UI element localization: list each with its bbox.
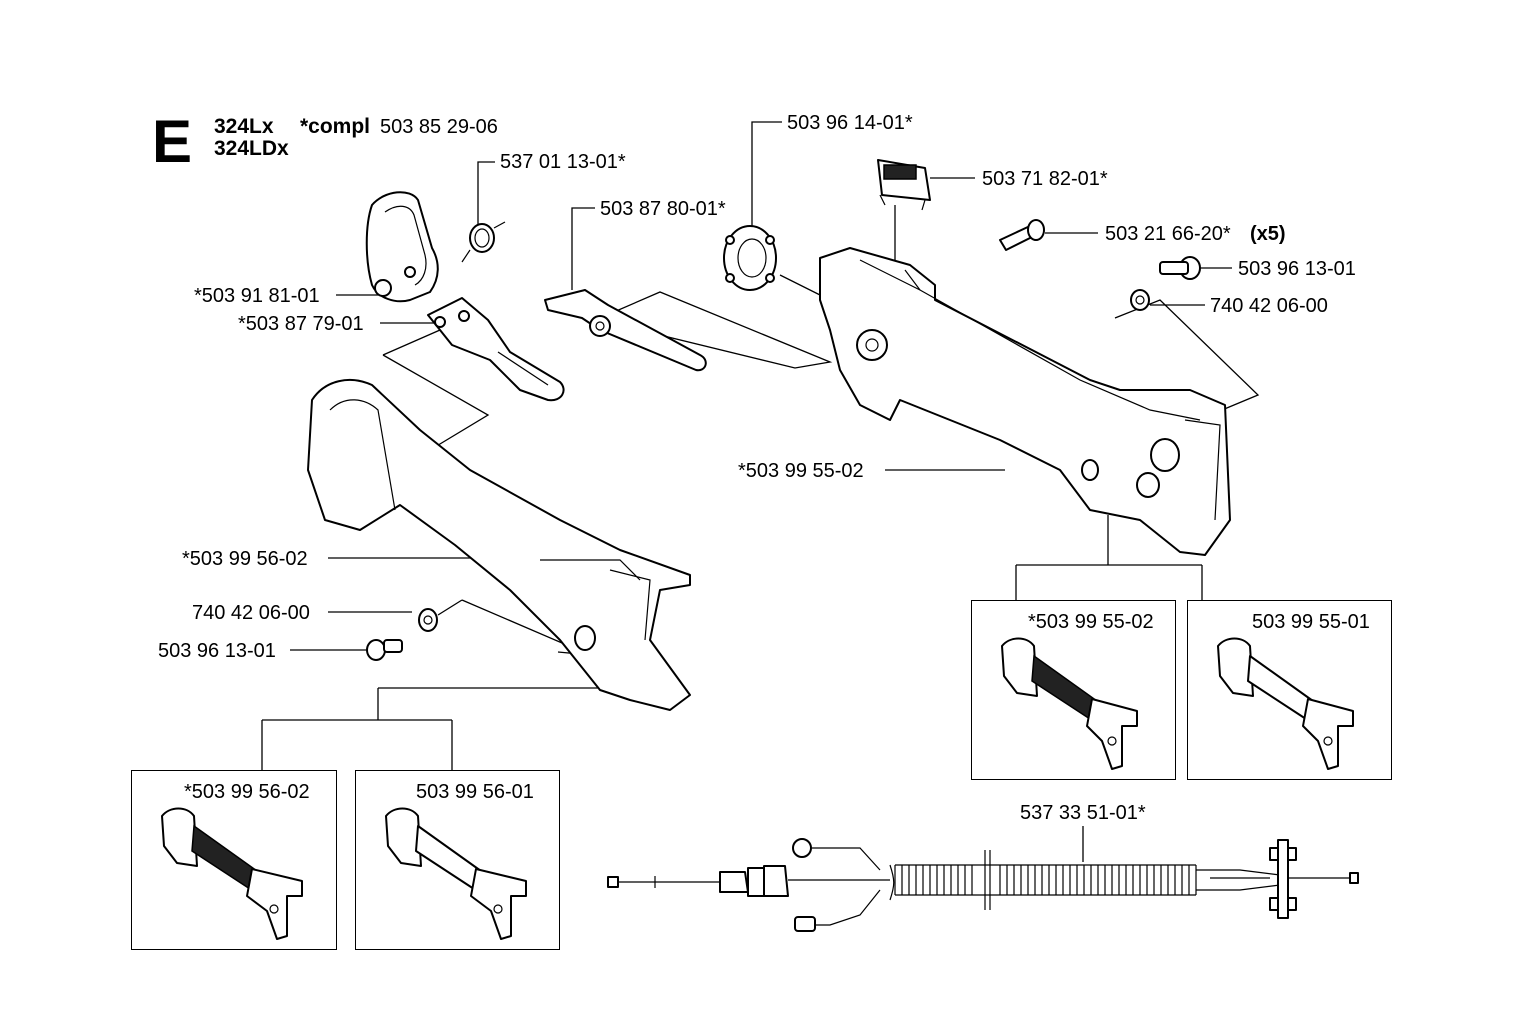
cable-harness-icon (607, 838, 1359, 932)
label-537-33-51-01: 537 33 51-01* (1020, 802, 1146, 824)
clamp-part-icon (365, 191, 439, 303)
variant-handle-black-grip-icon (161, 807, 303, 940)
label-503-96-14-01: 503 96 14-01* (787, 112, 913, 134)
variant-box-503-99-56-02: *503 99 56-02 (131, 770, 337, 950)
label-503-96-13-01-left: 503 96 13-01 (158, 640, 276, 662)
switch-part-icon (877, 159, 931, 211)
label-503-99-55-02: *503 99 55-02 (738, 460, 864, 482)
right-handle-housing-icon (819, 247, 1231, 556)
label-503-87-79-01: *503 87 79-01 (238, 313, 364, 335)
nut-ring-icon (723, 225, 777, 291)
variant-label: 503 99 55-01 (1252, 611, 1370, 633)
right-screw-washer-icon (1130, 256, 1201, 311)
variant-label: 503 99 56-01 (416, 781, 534, 803)
left-handle-housing-icon (307, 379, 691, 711)
label-503-21-66-20-qty: (x5) (1250, 223, 1286, 245)
spring-part-icon (461, 221, 506, 263)
label-503-71-82-01: 503 71 82-01* (982, 168, 1108, 190)
model-name-2: 324LDx (214, 137, 289, 160)
screw-part-icon (999, 219, 1045, 251)
variant-label: *503 99 55-02 (1028, 611, 1154, 633)
label-503-21-66-20: 503 21 66-20* (1105, 223, 1231, 245)
model-name-1: 324Lx (214, 115, 274, 138)
label-503-99-56-02: *503 99 56-02 (182, 548, 308, 570)
compl-label: *compl (300, 115, 371, 138)
variant-box-503-99-55-02: *503 99 55-02 (971, 600, 1176, 780)
compl-part-number: 503 85 29-06 (380, 116, 498, 138)
coil-spring-icon (894, 850, 1197, 910)
throttle-trigger-icon (427, 297, 565, 402)
leader-lines (261, 121, 1260, 862)
variant-box-503-99-55-01: 503 99 55-01 (1187, 600, 1392, 780)
label-740-42-06-00-left: 740 42 06-00 (192, 602, 310, 624)
left-washer-screw-icon (366, 608, 438, 661)
section-letter: E (152, 108, 193, 175)
variant-handle-plain-grip-icon (1217, 637, 1354, 770)
variant-label: *503 99 56-02 (184, 781, 310, 803)
label-503-91-81-01: *503 91 81-01 (194, 285, 320, 307)
variant-box-503-99-56-01: 503 99 56-01 (355, 770, 560, 950)
variant-handle-black-grip-icon (1001, 637, 1138, 770)
label-503-87-80-01: 503 87 80-01* (600, 198, 726, 220)
variant-handle-plain-grip-icon (385, 807, 527, 940)
lever-part-icon (544, 289, 707, 372)
label-503-96-13-01-right: 503 96 13-01 (1238, 258, 1356, 280)
label-537-01-13-01: 537 01 13-01* (500, 151, 626, 173)
label-740-42-06-00-right: 740 42 06-00 (1210, 295, 1328, 317)
